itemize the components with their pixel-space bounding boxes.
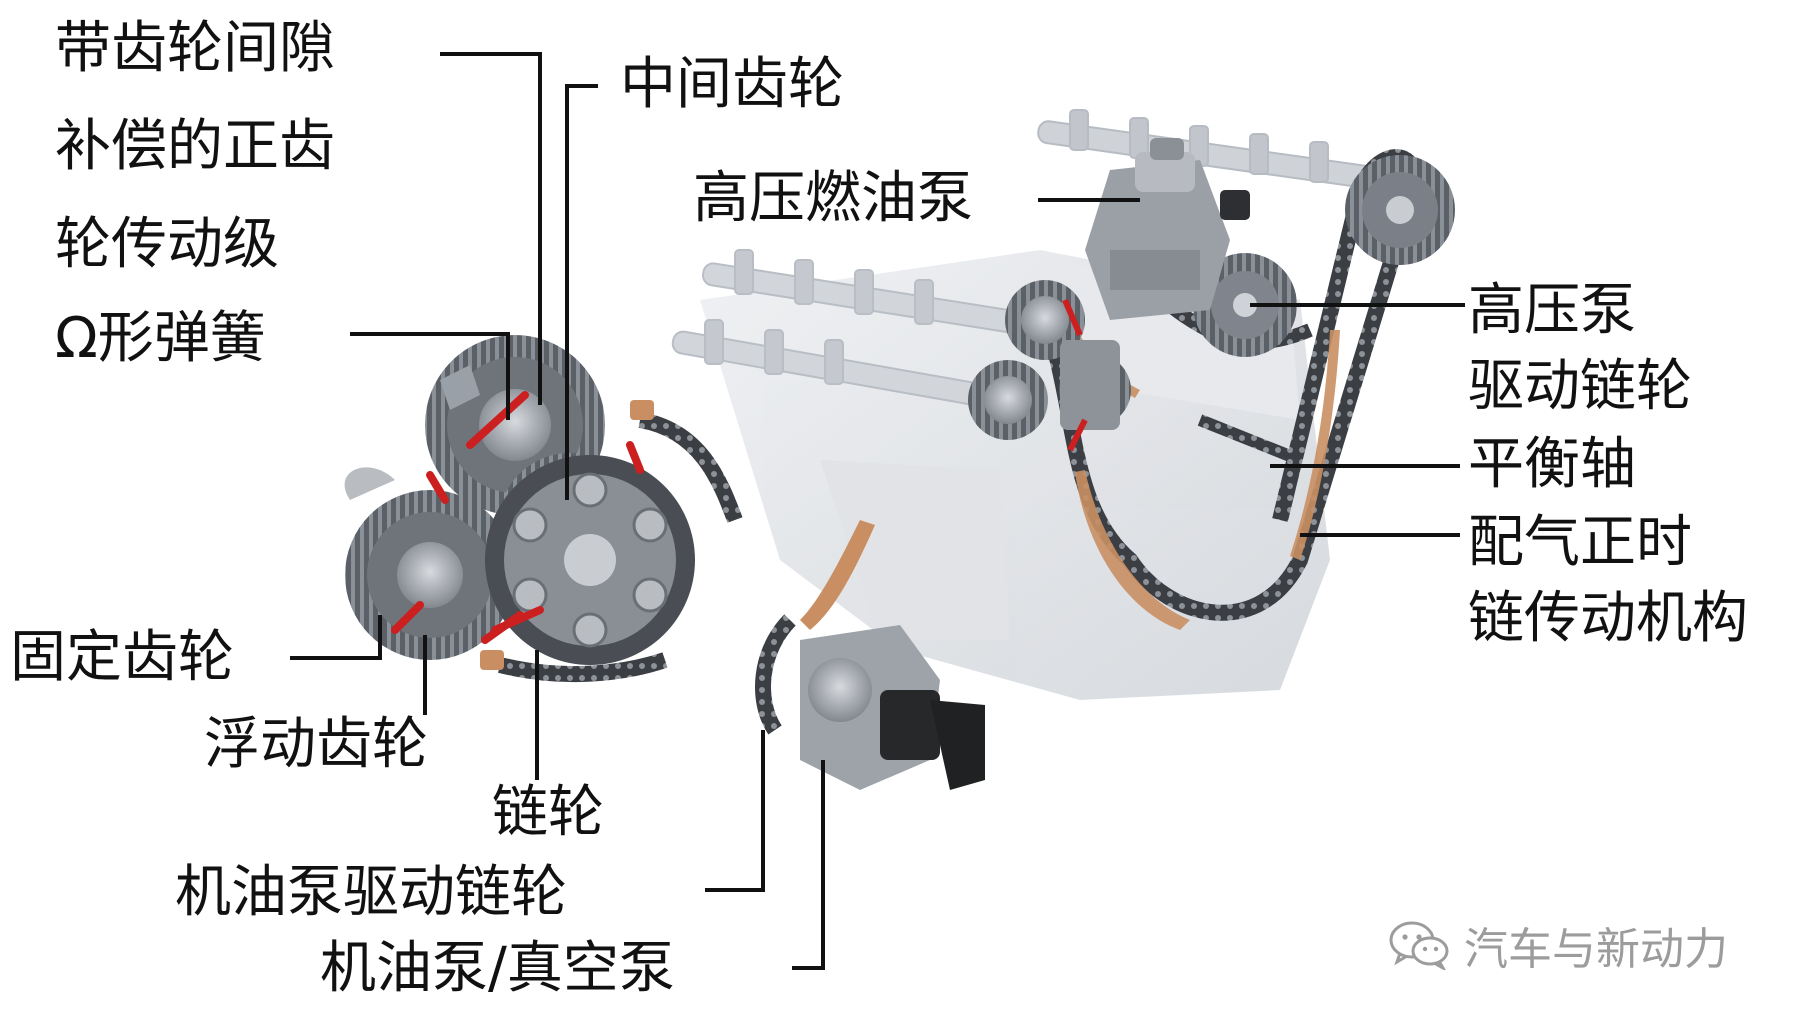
label-line: 驱动链轮 bbox=[1468, 354, 1692, 419]
label-line: 轮传动级 bbox=[55, 212, 279, 277]
crank-sprocket bbox=[485, 455, 695, 665]
label-oil-vacuum-pump: 机油泵/真空泵 bbox=[320, 936, 675, 1001]
leader-lines bbox=[290, 52, 1465, 970]
watermark: 汽车与新动力 bbox=[1388, 912, 1728, 978]
label-timing-chain-drive: 配气正时 链传动机构 bbox=[1468, 510, 1748, 652]
hp-pump-sprocket bbox=[1193, 253, 1297, 357]
label-hp-fuel-pump: 高压燃油泵 bbox=[693, 166, 973, 231]
label-balance-shaft: 平衡轴 bbox=[1468, 432, 1636, 497]
camshaft-middle bbox=[701, 249, 1031, 335]
lower-gear bbox=[344, 467, 515, 660]
label-oil-pump-drive-sprocket: 机油泵驱动链轮 bbox=[175, 860, 567, 925]
label-omega-spring: Ω形弹簧 bbox=[55, 306, 266, 371]
label-gear-gap-compensation: 带齿轮间隙 补偿的正齿 轮传动级 bbox=[55, 16, 335, 278]
label-line: 补偿的正齿 bbox=[55, 114, 335, 179]
label-line: 带齿轮间隙 bbox=[55, 16, 335, 81]
chain-stub-left bbox=[480, 400, 743, 683]
label-line: 链传动机构 bbox=[1468, 586, 1748, 651]
wechat-icon bbox=[1389, 921, 1449, 970]
label-line: 高压泵 bbox=[1468, 278, 1636, 343]
label-fixed-gear: 固定齿轮 bbox=[10, 625, 234, 690]
omega-spring-arms bbox=[391, 391, 644, 644]
cam-gears-center bbox=[968, 280, 1131, 452]
camshaft-lower bbox=[671, 319, 990, 407]
label-intermediate-gear: 中间齿轮 bbox=[620, 52, 844, 117]
label-sprocket: 链轮 bbox=[492, 780, 604, 845]
gear-assembly-left bbox=[344, 335, 743, 683]
label-floating-gear: 浮动齿轮 bbox=[204, 712, 428, 777]
camshaft-upper bbox=[1037, 109, 1397, 192]
watermark-text: 汽车与新动力 bbox=[1464, 924, 1728, 975]
label-line: 配气正时 bbox=[1468, 510, 1692, 575]
oil-vacuum-pump bbox=[755, 520, 985, 790]
camshaft-sprocket-right bbox=[1345, 155, 1455, 265]
label-hp-pump-drive-sprocket: 高压泵 驱动链轮 bbox=[1468, 278, 1692, 420]
